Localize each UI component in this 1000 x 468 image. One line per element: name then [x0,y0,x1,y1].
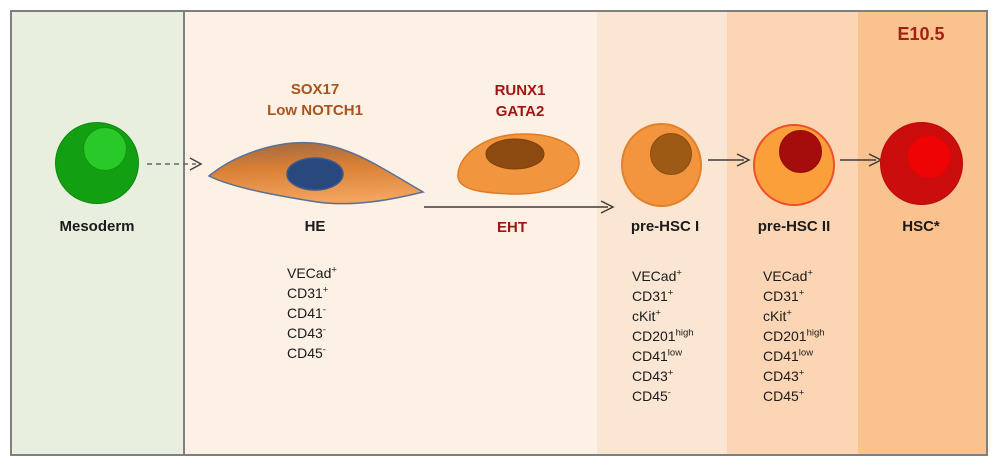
he-eht-panel [185,12,597,454]
prehsc2-nucleus [779,130,822,173]
marker-item: CD31+ [632,287,674,304]
eht-arrow-icon [424,200,615,214]
eht-factors: RUNX1 GATA2 [450,80,590,122]
marker-item: CD45- [287,344,326,361]
prehsc2-panel [727,12,858,454]
marker-item: CD43+ [632,367,674,384]
hsc-panel [858,12,986,454]
marker-item: CD45- [632,387,671,404]
he-cell [207,141,425,205]
factor-line: SOX17 [290,81,340,98]
stage-label-prehsc2: pre-HSC II [757,218,831,235]
marker-item: CD31+ [287,284,329,301]
prehsc1-panel [597,12,727,454]
arrow-icon [840,153,883,167]
mesoderm-cell [55,122,139,204]
hsc-cell [880,122,963,205]
stage-label-mesoderm: Mesoderm [59,218,135,235]
marker-item: CD41low [632,347,683,364]
marker-item: VECad+ [632,267,682,284]
prehsc1-cell [621,123,702,207]
marker-item: cKit+ [763,307,792,324]
stage-label-hsc: HSC* [902,218,940,235]
marker-item: CD45+ [763,387,805,404]
marker-item: cKit+ [632,307,661,324]
eht-nucleus [485,138,545,170]
stage-label-eht: EHT [497,219,527,236]
mesoderm-panel [12,12,185,454]
he-nucleus [286,157,344,191]
marker-item: CD41low [763,347,814,364]
factor-line: RUNX1 [494,82,546,99]
stage-label-prehsc1: pre-HSC I [630,218,700,235]
mesoderm-nucleus [83,127,127,171]
prehsc2-cell [753,124,835,206]
dashed-arrow-icon [147,157,203,171]
marker-item: CD41- [287,304,326,321]
marker-item: VECad+ [763,267,813,284]
figure-frame [10,10,988,456]
factor-line: GATA2 [495,103,545,120]
marker-item: CD31+ [763,287,805,304]
hsc-nucleus [907,135,951,179]
marker-item: CD43+ [763,367,805,384]
marker-item: CD201high [763,327,825,344]
arrow-icon [708,153,751,167]
he-marker-list: VECad+ CD31+ CD41- CD43- CD45- [287,263,337,363]
embryo-stage-label: E10.5 [897,24,945,44]
factor-line: Low NOTCH1 [267,102,363,119]
marker-item: CD201high [632,327,694,344]
prehsc1-nucleus [650,133,692,175]
stage-label-he: HE [304,218,326,235]
he-factors: SOX17 Low NOTCH1 [235,79,395,121]
marker-item: VECad+ [287,264,337,281]
eht-cell [457,133,580,195]
marker-item: CD43- [287,324,326,341]
